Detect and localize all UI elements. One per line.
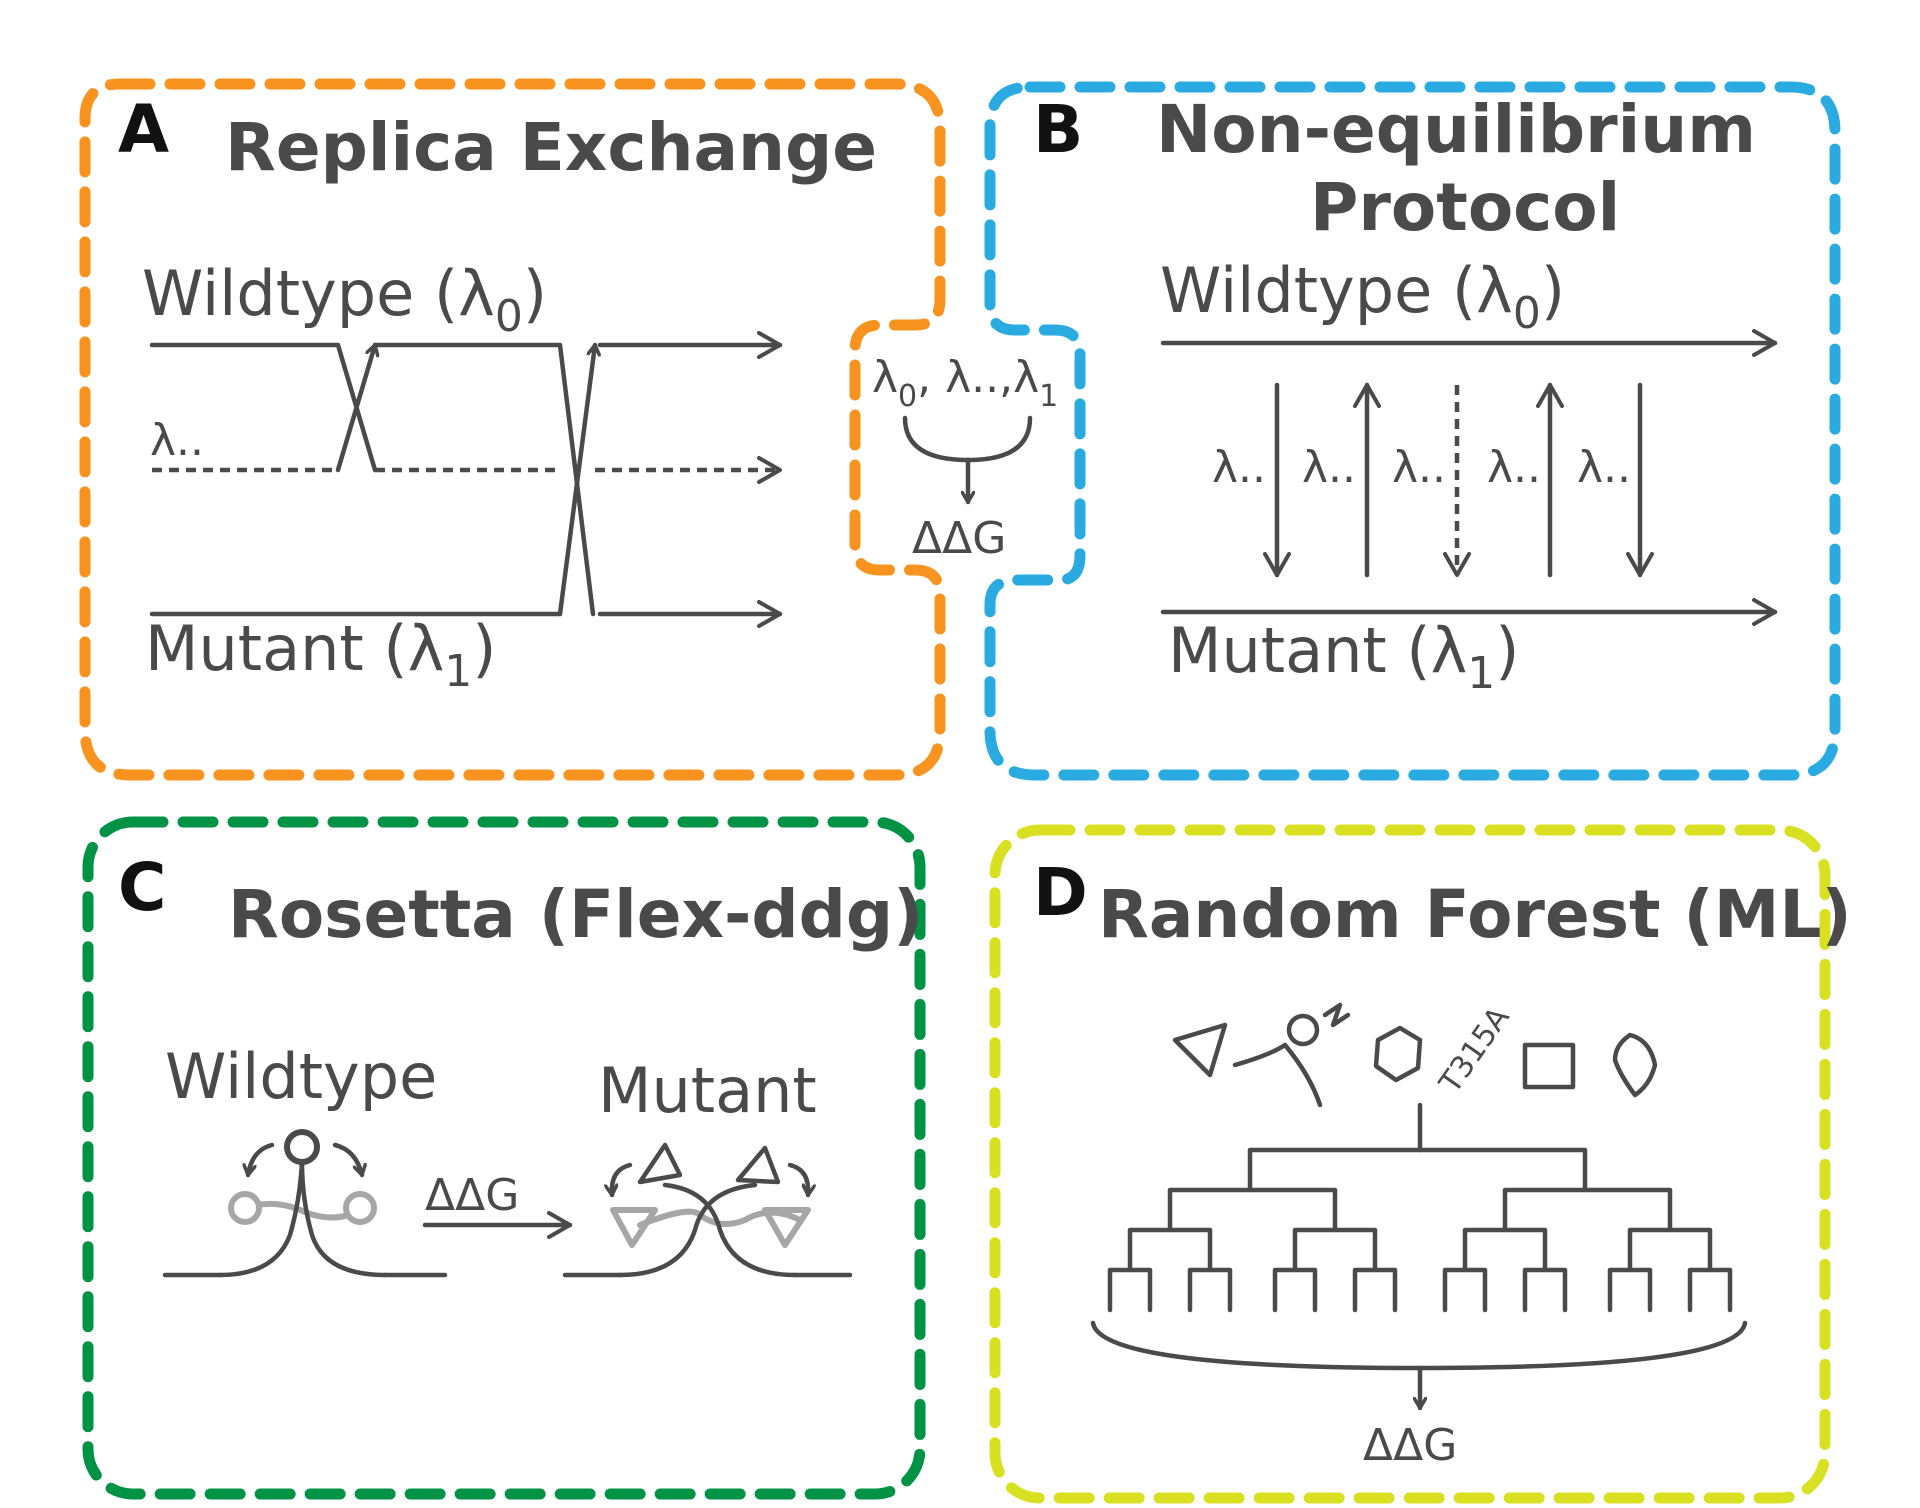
sidechain-triangle <box>637 1142 683 1185</box>
sidechain-triangle <box>735 1145 781 1185</box>
panel-b-mutant-label: Mutant (λ1) <box>1168 614 1520 699</box>
panel-a: A Replica Exchange Wildtype (λ0) λ.. Mut… <box>79 78 946 781</box>
panel-a-wildtype-label: Wildtype (λ0) <box>142 257 547 342</box>
ligand-icon <box>1232 1002 1351 1108</box>
alternate-sidechain <box>242 1200 363 1221</box>
shared-connector: λ0, λ..,λ1 ΔΔG <box>872 352 1058 564</box>
panel-b-frame <box>984 81 1841 781</box>
panel-d-title: Random Forest (ML) <box>1098 876 1852 953</box>
flex-arrow <box>332 1142 362 1178</box>
backbone <box>662 1182 798 1278</box>
panel-a-mutant-label: Mutant (λ1) <box>145 612 497 697</box>
square-icon <box>1522 1042 1576 1090</box>
panel-c-title: Rosetta (Flex-ddg) <box>228 876 923 953</box>
backbone <box>299 1159 388 1278</box>
flex-arrow <box>787 1162 808 1198</box>
flex-arrow <box>248 1142 275 1178</box>
exchange-arrow <box>335 342 375 473</box>
panel-a-title: Replica Exchange <box>225 109 877 186</box>
mutant-residue-icon <box>562 1142 853 1278</box>
alternate-sidechain-triangle <box>762 1207 811 1248</box>
panel-a-intermediate-label: λ.. <box>150 415 204 466</box>
panel-b: B Non-equilibrium Protocol Wildtype (λ0)… <box>984 81 1841 781</box>
flex-arrow <box>612 1162 633 1198</box>
panel-c-letter: C <box>118 849 166 926</box>
mutant-label: Mutant <box>598 1054 817 1127</box>
switch-label: λ.. <box>1212 442 1266 493</box>
panel-d-frame <box>989 824 1831 1504</box>
wildtype-state-line <box>372 342 596 617</box>
panel-b-title-line1: Non-equilibrium <box>1156 91 1756 168</box>
switch-label: λ.. <box>1392 442 1446 493</box>
panel-c: C Rosetta (Flex-ddg) Wildtype Mutant ΔΔG <box>82 816 926 1500</box>
hexagon-icon <box>1373 1025 1423 1083</box>
alternate-sidechain <box>228 1191 262 1225</box>
switch-label: λ.. <box>1302 442 1356 493</box>
panel-d-letter: D <box>1033 854 1088 931</box>
panel-b-wildtype-label: Wildtype (λ0) <box>1160 254 1565 339</box>
exchange-arrow <box>557 342 595 617</box>
panel-c-frame <box>82 816 926 1500</box>
panel-b-title-line2: Protocol <box>1310 169 1620 246</box>
mutation-label: T315A <box>1432 1000 1517 1100</box>
switch-label: λ.. <box>1487 442 1541 493</box>
backbone <box>217 1159 305 1278</box>
alternate-sidechain-triangle <box>610 1207 658 1248</box>
connector-brace <box>902 415 1033 463</box>
sidechain-head <box>284 1129 320 1165</box>
panel-d-result: ΔΔG <box>1363 1420 1457 1471</box>
ddg-arrow-label: ΔΔG <box>425 1170 519 1221</box>
panel-a-frame <box>79 78 946 781</box>
switch-label: λ.. <box>1577 442 1631 493</box>
connector-result: ΔΔG <box>912 513 1006 564</box>
wildtype-label: Wildtype <box>165 1040 437 1113</box>
panel-b-letter: B <box>1033 91 1083 168</box>
diamond-icon <box>1612 1032 1658 1098</box>
backbone <box>617 1182 758 1278</box>
wildtype-state-line <box>149 342 378 473</box>
wildtype-residue-icon <box>162 1129 448 1278</box>
connector-lambda-range: λ0, λ..,λ1 <box>872 352 1058 414</box>
alternate-sidechain <box>343 1191 377 1225</box>
panel-a-letter: A <box>118 91 169 168</box>
triangle-icon <box>1172 1022 1228 1078</box>
decision-tree <box>1107 1102 1733 1313</box>
panel-d: D Random Forest (ML) T315A <box>989 824 1852 1504</box>
ensemble-brace <box>1090 1320 1748 1371</box>
